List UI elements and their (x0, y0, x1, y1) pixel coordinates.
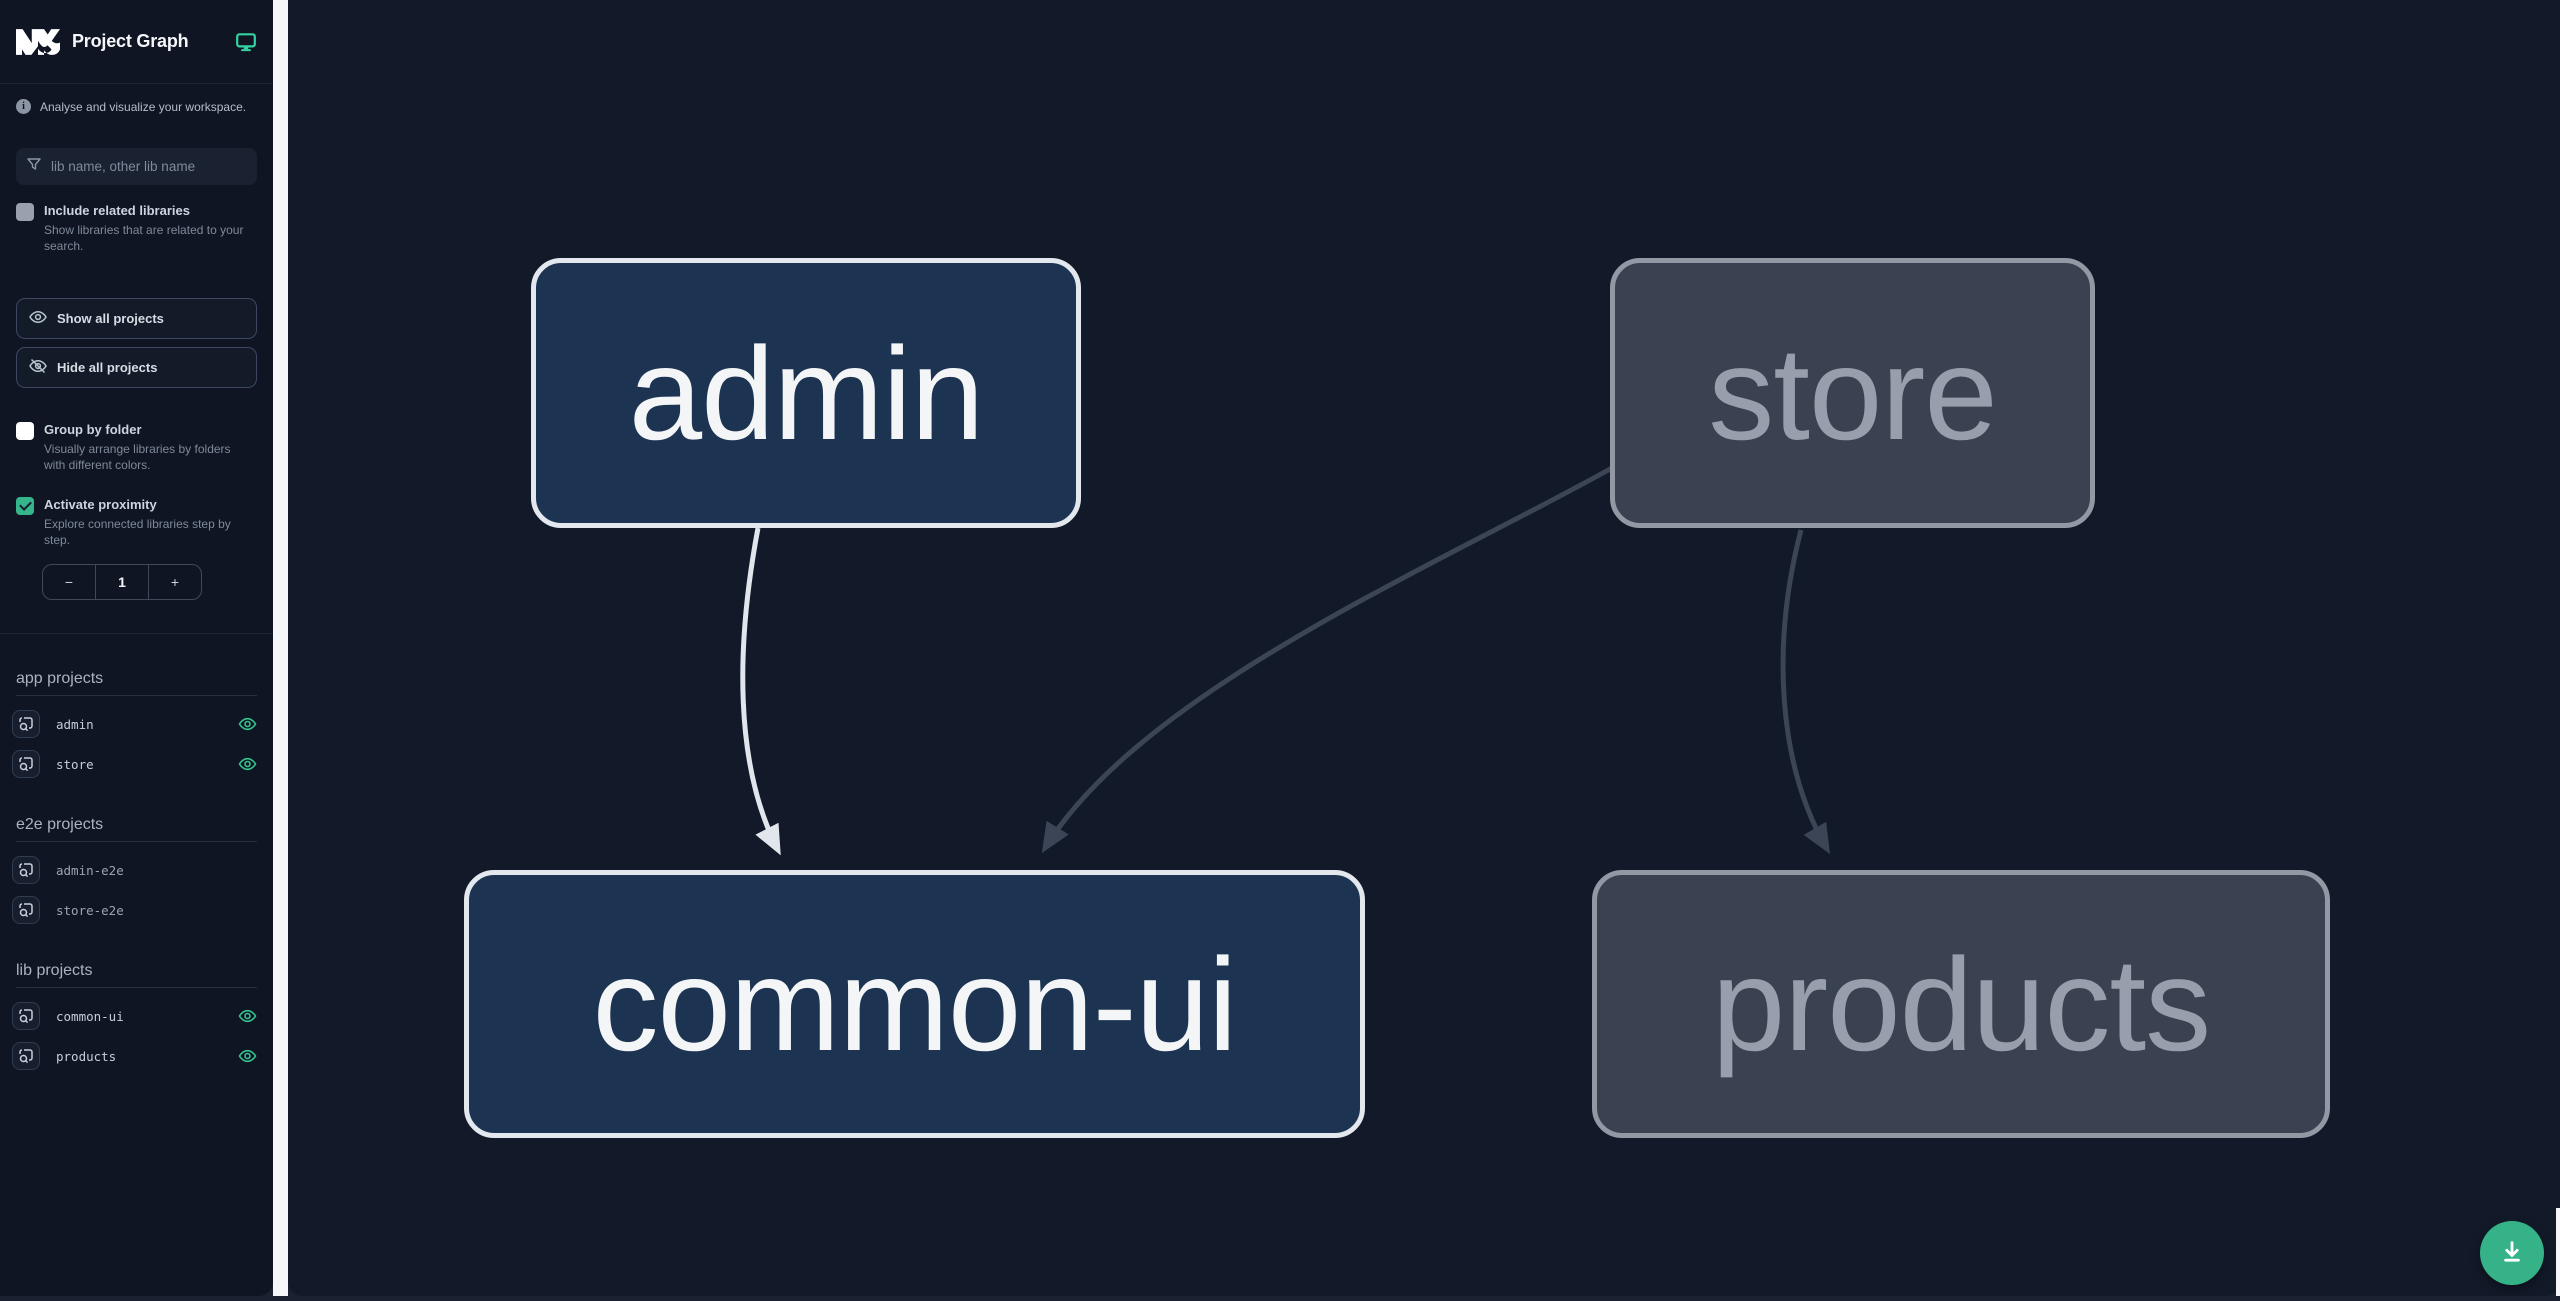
section-heading-e2e-projects: e2e projects (16, 816, 257, 842)
nx-logo-icon (16, 25, 64, 59)
focus-project-icon[interactable] (12, 1042, 40, 1070)
activate-proximity-description: Explore connected libraries step by step… (44, 517, 231, 547)
focus-project-icon[interactable] (12, 856, 40, 884)
graph-node-admin[interactable]: admin (531, 258, 1081, 528)
download-icon (2498, 1238, 2526, 1269)
proximity-decrease-button[interactable]: − (43, 565, 95, 599)
eye-icon[interactable] (238, 1049, 257, 1063)
app-title: Project Graph (72, 31, 189, 51)
focus-project-icon[interactable] (12, 1002, 40, 1030)
project-name[interactable]: common-ui (56, 1008, 124, 1024)
focus-project-icon[interactable] (12, 896, 40, 924)
activate-proximity-checkbox[interactable] (16, 497, 34, 515)
project-row-admin: admin (0, 704, 273, 744)
proximity-stepper: − 1 + (42, 564, 202, 600)
sidebar-divider (0, 633, 273, 634)
bottom-edge (0, 1296, 2560, 1301)
project-name[interactable]: products (56, 1048, 117, 1064)
group-by-folder-checkbox[interactable] (16, 422, 34, 440)
tagline-text: Analyse and visualize your workspace. (40, 99, 247, 114)
edge-store-to-common-ui (1041, 465, 1614, 854)
project-row-store-e2e: store-e2e (0, 890, 273, 930)
graph-node-store[interactable]: store (1610, 258, 2095, 528)
eye-slash-icon (29, 358, 47, 376)
right-edge (2556, 1208, 2560, 1296)
hide-all-projects-label: Hide all projects (57, 360, 158, 375)
eye-icon[interactable] (238, 1009, 257, 1023)
edge-store-to-products (1780, 529, 1831, 855)
include-related-checkbox[interactable] (16, 203, 34, 221)
project-row-admin-e2e: admin-e2e (0, 850, 273, 890)
project-row-products: products (0, 1036, 273, 1076)
graph-node-products[interactable]: products (1592, 870, 2330, 1138)
show-all-projects-button[interactable]: Show all projects (16, 298, 257, 339)
section-heading-lib-projects: lib projects (16, 962, 257, 988)
activate-proximity-row: Activate proximity Explore connected lib… (0, 497, 273, 548)
include-related-description: Show libraries that are related to your … (44, 223, 244, 253)
show-all-projects-label: Show all projects (57, 311, 164, 326)
project-row-store: store (0, 744, 273, 784)
edge-admin-to-common-ui (740, 527, 781, 856)
activate-proximity-label: Activate proximity (44, 497, 157, 512)
funnel-icon (26, 156, 42, 177)
project-name[interactable]: store (56, 756, 94, 772)
eye-icon[interactable] (238, 717, 257, 731)
project-name[interactable]: admin-e2e (56, 862, 124, 878)
graph-node-common-ui[interactable]: common-ui (464, 870, 1365, 1138)
group-by-folder-description: Visually arrange libraries by folders wi… (44, 442, 231, 472)
include-related-label: Include related libraries (44, 203, 190, 218)
eye-icon[interactable] (238, 757, 257, 771)
monitor-icon[interactable] (235, 31, 257, 53)
download-graph-button[interactable] (2480, 1221, 2544, 1285)
project-name[interactable]: store-e2e (56, 902, 124, 918)
filter-box (16, 148, 257, 185)
project-row-common-ui: common-ui (0, 996, 273, 1036)
sidebar: Project Graph i Analyse and visualize yo… (0, 0, 273, 1296)
proximity-increase-button[interactable]: + (149, 565, 201, 599)
graph-canvas[interactable]: admin store common-ui products (288, 0, 2560, 1296)
group-by-folder-row: Group by folder Visually arrange librari… (0, 422, 273, 473)
eye-icon (29, 310, 47, 327)
app-header: Project Graph (0, 0, 273, 84)
include-related-row: Include related libraries Show libraries… (0, 203, 273, 254)
group-by-folder-label: Group by folder (44, 422, 142, 437)
focus-project-icon[interactable] (12, 750, 40, 778)
workspace-tagline: i Analyse and visualize your workspace. (0, 99, 273, 114)
project-name[interactable]: admin (56, 716, 94, 732)
section-heading-app-projects: app projects (16, 670, 257, 696)
sidebar-resize-handle[interactable] (273, 0, 288, 1296)
filter-input[interactable] (51, 159, 247, 174)
focus-project-icon[interactable] (12, 710, 40, 738)
hide-all-projects-button[interactable]: Hide all projects (16, 347, 257, 388)
info-icon: i (16, 99, 31, 114)
proximity-value: 1 (95, 565, 149, 599)
